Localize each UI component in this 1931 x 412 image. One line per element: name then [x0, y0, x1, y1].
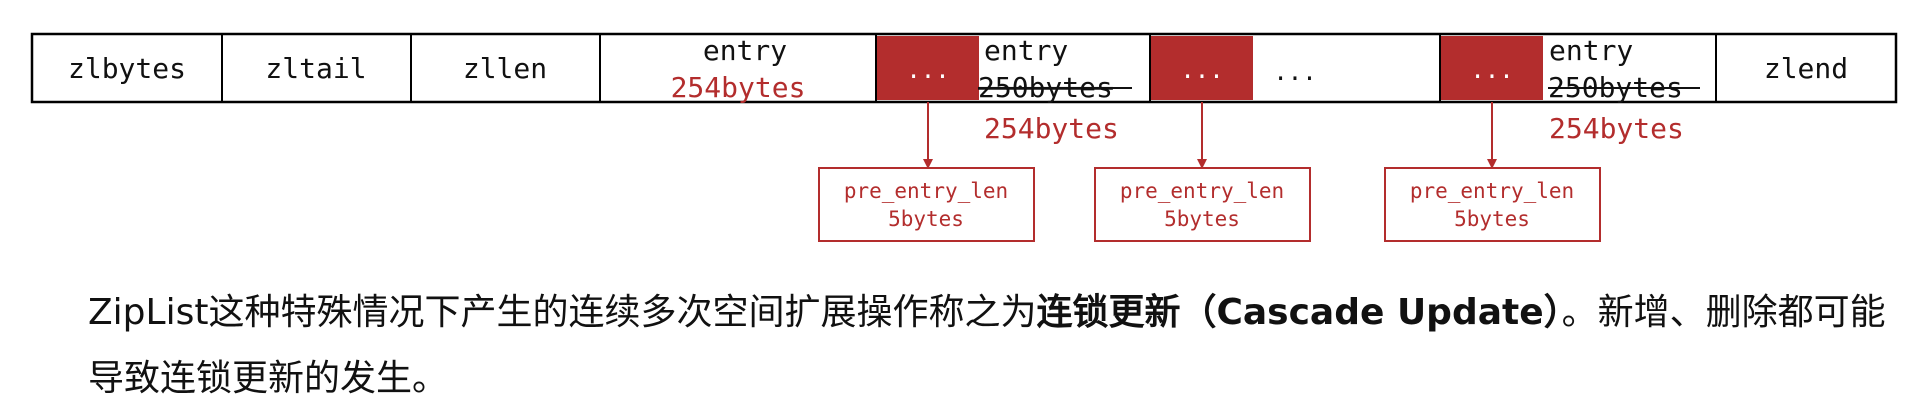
- caption-paragraph: ZipList这种特殊情况下产生的连续多次空间扩展操作称之为连锁更新（Casca…: [88, 280, 1908, 412]
- pre-entry-name-1: pre_entry_len: [844, 179, 1008, 203]
- ziplist-dividers: [221, 34, 1717, 102]
- entry3-new-size: 254bytes: [1549, 112, 1684, 145]
- prevlen-marker-1: ...: [906, 56, 949, 84]
- entry1-size: 254bytes: [671, 71, 806, 104]
- pre-entry-size-1: 5bytes: [888, 207, 964, 231]
- pre-entry-box-3: [1384, 167, 1601, 242]
- prevlen-marker-block-3: [1441, 36, 1543, 100]
- pre-entry-box-2: [1094, 167, 1311, 242]
- pre-entry-size-3: 5bytes: [1454, 207, 1530, 231]
- caption-prefix: ZipList这种特殊情况下产生的连续多次空间扩展操作称之为: [88, 292, 1037, 333]
- entry1-label: entry: [703, 34, 787, 67]
- pre-entry-name-2: pre_entry_len: [1120, 179, 1284, 203]
- prevlen-marker-block-2: [1151, 36, 1253, 100]
- pre-entry-size-2: 5bytes: [1164, 207, 1240, 231]
- caption-suffix: 。新增、删除都可能导致连锁更新的发生。: [88, 292, 1886, 399]
- entry3-label: entry: [1549, 34, 1633, 67]
- prevlen-marker-2: ...: [1180, 56, 1223, 84]
- ziplist-frame: [30, 32, 1898, 104]
- zlend-label: zlend: [1764, 52, 1848, 85]
- zllen-label: zllen: [463, 52, 547, 85]
- caption-bold-term: 连锁更新（Cascade Update）: [1036, 292, 1562, 333]
- prevlen-marker-block-1: [877, 36, 979, 100]
- zltail-label: zltail: [265, 52, 366, 85]
- pre-entry-box-1: [818, 167, 1035, 242]
- ellipsis-gap: ...: [1273, 58, 1316, 86]
- entry2-new-size: 254bytes: [984, 112, 1119, 145]
- prevlen-marker-3: ...: [1470, 56, 1513, 84]
- zlbytes-label: zlbytes: [68, 52, 186, 85]
- pre-entry-name-3: pre_entry_len: [1410, 179, 1574, 203]
- ziplist-cascade-diagram: zlbytes zltail zllen zlend entry 254byte…: [30, 32, 1898, 242]
- entry2-label: entry: [984, 34, 1068, 67]
